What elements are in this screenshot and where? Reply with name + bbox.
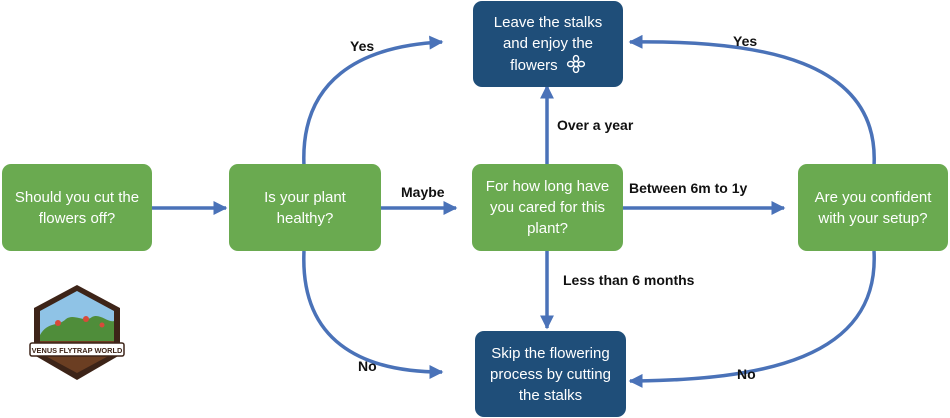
arrow-confident-yes-to-leave xyxy=(628,34,876,167)
arrow-confident-no-to-skip xyxy=(628,250,876,388)
question-how-long-text: For how long have you cared for this pla… xyxy=(485,178,610,237)
label-yes-top: Yes xyxy=(350,38,375,54)
question-should-cut: Should you cut the flowers off? xyxy=(2,164,152,251)
arrow-healthy-yes-to-leave xyxy=(302,35,444,167)
label-maybe: Maybe xyxy=(401,184,445,200)
question-confident-text: Are you confident with your setup? xyxy=(814,188,932,227)
question-should-cut-text: Should you cut the flowers off? xyxy=(14,188,140,227)
label-between: Between 6m to 1y xyxy=(629,180,748,196)
question-healthy-text: Is your plant healthy? xyxy=(264,188,346,227)
venus-flytrap-world-logo: VENUS FLYTRAP WORLD xyxy=(29,285,125,380)
label-no-right: No xyxy=(737,366,756,382)
arrow-healthy-no-to-skip xyxy=(302,250,444,379)
label-less: Less than 6 months xyxy=(563,272,695,288)
outcome-skip-flowering-text: Skip the flowering process by cutting th… xyxy=(490,344,611,404)
question-how-long: For how long have you cared for this pla… xyxy=(472,164,623,251)
question-confident: Are you confident with your setup? xyxy=(798,164,948,251)
outcome-leave-stalks: Leave the stalks and enjoy the flowers xyxy=(473,1,623,87)
label-yes-right: Yes xyxy=(733,33,758,49)
outcome-skip-flowering: Skip the flowering process by cutting th… xyxy=(475,331,626,417)
logo-text: VENUS FLYTRAP WORLD xyxy=(32,346,123,355)
question-healthy: Is your plant healthy? xyxy=(229,164,381,251)
outcome-leave-stalks-text: Leave the stalks and enjoy the flowers xyxy=(493,14,603,74)
flower-icon xyxy=(566,54,585,74)
label-over-year: Over a year xyxy=(557,117,634,133)
label-no-bottom: No xyxy=(358,358,377,374)
